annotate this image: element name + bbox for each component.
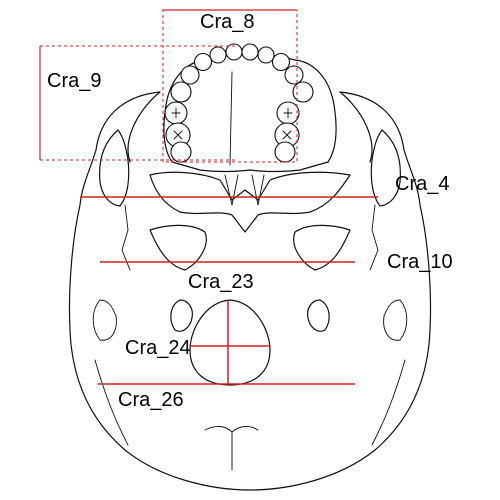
dentition (164, 43, 314, 163)
lambdoid-suture-right (371, 359, 406, 446)
condyle-right (307, 299, 330, 332)
suture-detail-right (369, 204, 379, 271)
measurement-cra4: Cra_4 (80, 173, 449, 198)
measurement-cra8: Cra_8 (162, 9, 298, 163)
cra26-label: Cra_26 (118, 389, 184, 411)
suture-detail-left (121, 204, 131, 271)
cheek-contour-right (339, 91, 373, 163)
lambdoid-suture-left (94, 359, 129, 446)
cra4-label: Cra_4 (395, 173, 449, 195)
measurement-cra10: Cra_10 (100, 251, 453, 273)
cra23-label: Cra_23 (188, 271, 254, 293)
petrous-ridge-right (293, 224, 351, 271)
petrous-ridge-left (149, 224, 207, 271)
measurement-cra26: Cra_26 (98, 383, 355, 411)
skull-illustration (68, 43, 432, 491)
measurement-cra24: Cra_24 (125, 337, 270, 359)
zygomatic-arch-left (99, 129, 130, 207)
foramen-magnum (189, 299, 271, 386)
palatal-suture (229, 71, 233, 166)
occipital-crest (204, 426, 259, 471)
measurement-lines: Cra_8 Cra_9 Cra_4 Cra_10 Cra_23 Cra_24 (39, 9, 453, 411)
mastoid-left (92, 299, 117, 341)
measurement-cra9: Cra_9 (39, 45, 235, 161)
condyle-left (170, 299, 193, 332)
cheek-contour-left (127, 91, 161, 163)
pterygoid-region (149, 171, 351, 233)
vomer (224, 174, 265, 206)
cra24-label: Cra_24 (125, 337, 191, 359)
skull-outline (68, 91, 432, 491)
measurement-cra23: Cra_23 (188, 271, 254, 384)
cra9-label: Cra_9 (47, 70, 101, 92)
cra8-label: Cra_8 (200, 11, 254, 33)
mastoid-right (383, 299, 408, 341)
zygomatic-arch-right (370, 129, 401, 207)
cra10-label: Cra_10 (387, 251, 453, 273)
